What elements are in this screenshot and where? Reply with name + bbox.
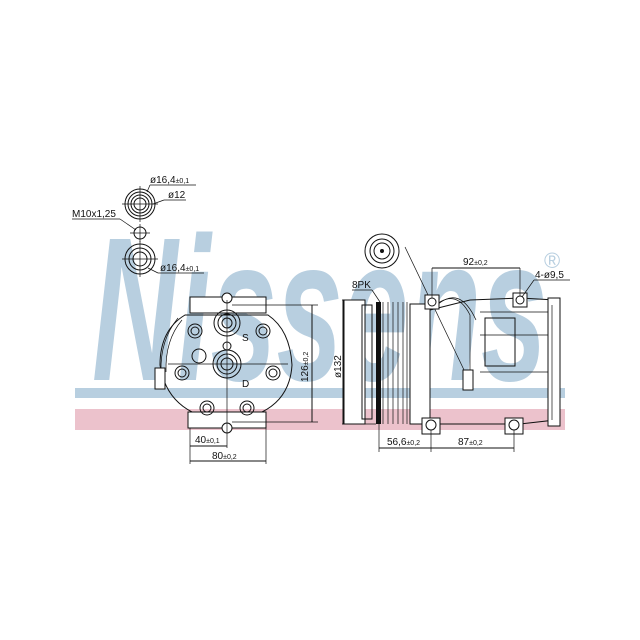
front-view: S D 126±0,2 40±0,1 80±0,2: [154, 292, 318, 464]
mounting-holes-label: 4-ø9,5: [535, 270, 564, 281]
pulley-diameter-dimension: ø132: [333, 355, 344, 378]
inner-dia-label: ø12: [168, 190, 186, 201]
brand-watermark: Nissens ®: [75, 195, 565, 430]
outer-dia-bottom-label: ø16,4±0,1: [160, 263, 199, 274]
registered-mark: ®: [544, 248, 560, 273]
suction-port-label: S: [242, 333, 249, 344]
top-holes-dimension: 92±0,2: [463, 257, 488, 268]
pulley-belt-label: 8PK: [352, 280, 371, 291]
thread-label: M10x1,25: [72, 209, 116, 220]
outer-dia-top-label: ø16,4±0,1: [150, 175, 189, 186]
bottom-holes-dimension: 87±0,2: [458, 437, 483, 448]
height-dimension: 126±0,2: [300, 352, 311, 382]
pulley-offset-dimension: 56,6±0,2: [387, 437, 420, 448]
fitting-detail: ø16,4±0,1 ø12 M10x1,25 ø16,4±0,1: [72, 175, 204, 277]
pink-stripe: [75, 409, 565, 430]
side-view: ø132 8PK 92±0,2 4-ø9,5 56,6±0,2 87±0,2: [333, 233, 570, 452]
blue-stripe: [75, 388, 565, 398]
discharge-port-label: D: [242, 379, 249, 390]
half-width-dimension: 40±0,1: [195, 435, 220, 446]
width-dimension: 80±0,2: [212, 451, 237, 462]
